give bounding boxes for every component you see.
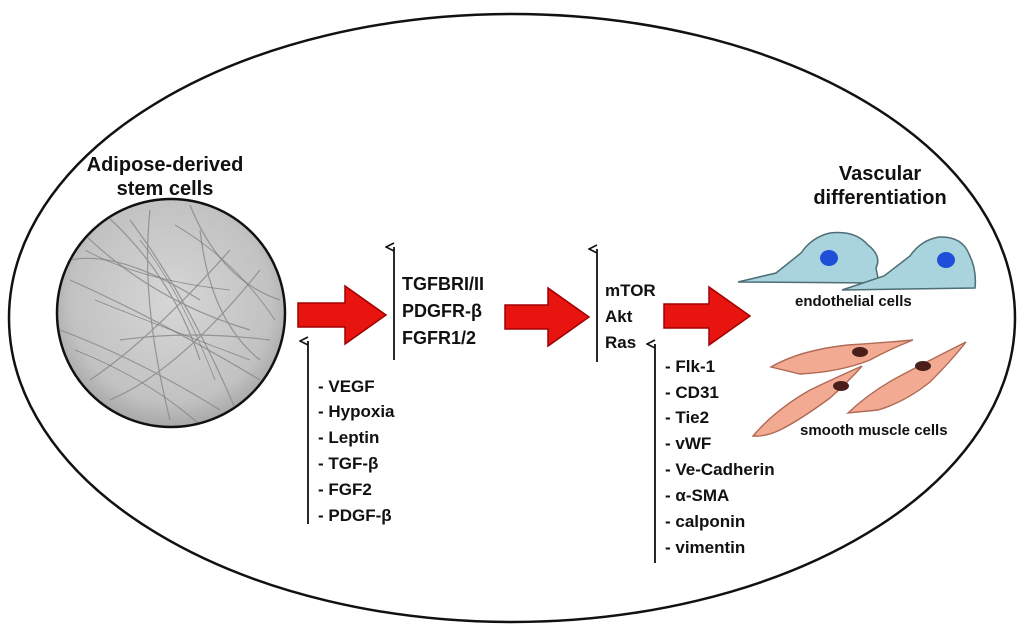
endothelial-cells-illustration xyxy=(737,231,977,291)
red-arrows xyxy=(297,284,752,348)
marker-item: - CD31 xyxy=(665,383,719,402)
endothelial-cell-shape xyxy=(737,231,880,284)
marker-item: - vWF xyxy=(665,434,712,453)
marker-item: - calponin xyxy=(665,512,746,531)
smooth-muscle-nucleus xyxy=(833,381,849,391)
marker-item: - Ve-Cadherin xyxy=(665,460,775,479)
inducer-item: - FGF2 xyxy=(318,480,372,499)
marker-item: - vimentin xyxy=(665,538,746,557)
smooth-muscle-cell-shape xyxy=(846,341,967,414)
inducer-item: - VEGF xyxy=(318,377,375,396)
smooth-muscle-cells-illustration xyxy=(751,339,967,437)
receptor-item: PDGFR-β xyxy=(402,301,482,321)
endothelial-nucleus xyxy=(937,252,955,268)
endothelial-cell-shape xyxy=(841,236,977,291)
stem-cells-title: Adipose-derived stem cells xyxy=(60,153,270,201)
inducer-item: - Hypoxia xyxy=(318,402,395,421)
marker-item: - Flk-1 xyxy=(665,357,716,376)
receptor-item: FGFR1/2 xyxy=(402,328,477,348)
marker-item: - Tie2 xyxy=(665,408,710,427)
receptor-item: TGFBRI/II xyxy=(402,274,484,294)
smooth-muscle-nucleus xyxy=(852,347,868,357)
stem-cells-title-line: Adipose-derived xyxy=(86,154,244,176)
signaling-item: Ras xyxy=(605,333,637,352)
signaling-item: Akt xyxy=(605,307,633,326)
inducer-item: - TGF-β xyxy=(318,454,379,473)
red-arrow-3 xyxy=(663,285,752,347)
red-arrow-2 xyxy=(504,286,591,348)
up-arrows xyxy=(308,247,656,563)
red-arrow-1 xyxy=(297,284,388,346)
stem-cells-title-line: stem cells xyxy=(116,178,214,200)
marker-item: - α-SMA xyxy=(665,486,730,505)
inducer-item: - Leptin xyxy=(318,428,380,447)
endothelial-nucleus xyxy=(820,250,838,266)
vascular-title-line: differentiation xyxy=(813,187,947,209)
vascular-title: Vascular differentiation xyxy=(800,162,960,210)
smooth-muscle-nucleus xyxy=(915,361,931,371)
endothelial-cells-label: endothelial cells xyxy=(795,293,912,310)
signaling-item: mTOR xyxy=(605,281,656,300)
inducer-item: - PDGF-β xyxy=(318,506,392,525)
smooth-muscle-cells-label: smooth muscle cells xyxy=(800,422,948,439)
smooth-muscle-cell-shape xyxy=(769,339,914,375)
stem-cell-micrograph xyxy=(55,197,287,429)
vascular-title-line: Vascular xyxy=(838,163,922,185)
